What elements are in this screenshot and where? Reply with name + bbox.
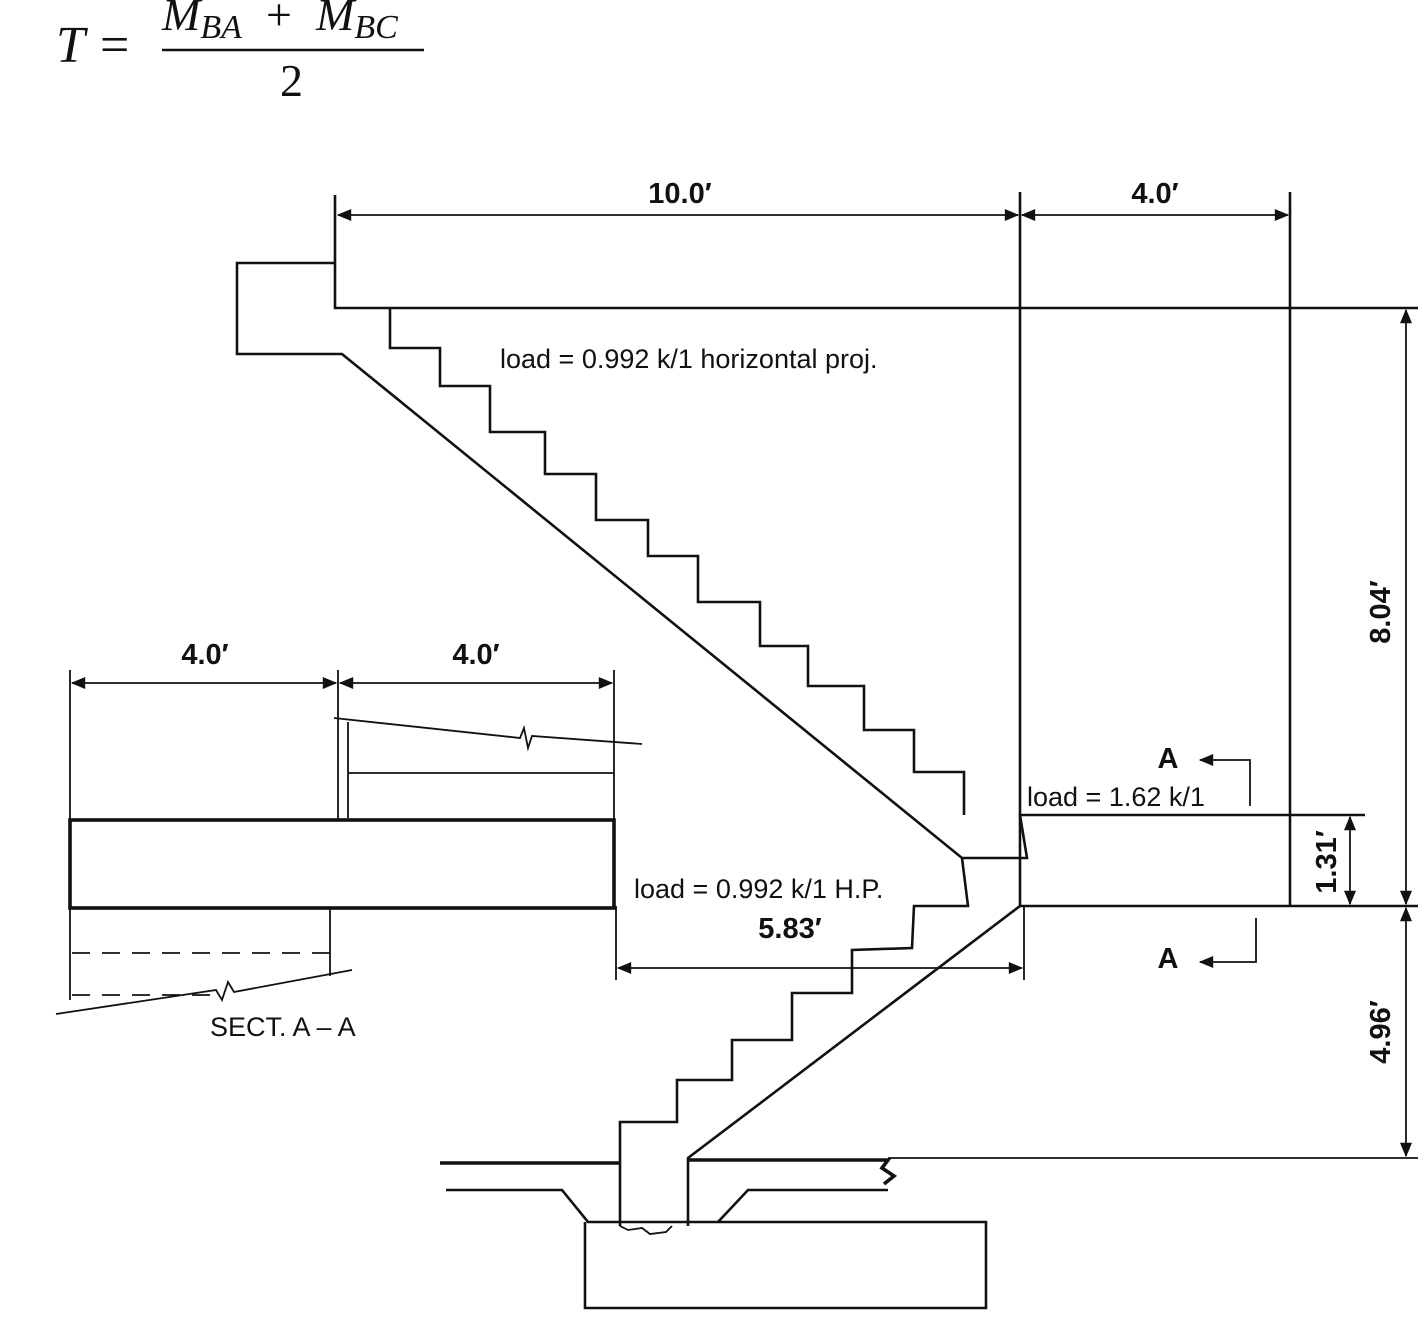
load-lower-flight: load = 0.992 k/1 H.P. (634, 874, 883, 904)
formula-equals: = (100, 17, 129, 74)
formula-plus: + (266, 0, 292, 40)
lower-flight-soffit (686, 904, 1021, 1226)
section-landing-slab (68, 818, 616, 910)
top-landing-edge (333, 195, 1418, 310)
load-landing: load = 1.62 k/1 (1027, 782, 1205, 812)
formula-m-ba: MBA (161, 0, 242, 46)
dim-section-right: 4.0′ (452, 639, 499, 671)
formula-m-bc: MBC (315, 0, 398, 46)
dimension-lines (70, 209, 1412, 1158)
footing-right-haunch (717, 1188, 888, 1223)
dim-lower-run: 5.83′ (758, 913, 821, 945)
section-title: SECT. A – A (210, 1012, 356, 1042)
section-marker-top: A (1158, 743, 1179, 775)
dim-top-landing: 4.0′ (1131, 178, 1178, 210)
dim-lower-rise: 4.96′ (1365, 1000, 1397, 1063)
footing (446, 1188, 988, 1310)
upper-flight (235, 195, 1418, 860)
torque-formula: T = MBA + MBC 2 (56, 0, 424, 106)
dim-landing-thickness: 1.31′ (1311, 830, 1343, 893)
cold-joint (619, 1225, 673, 1235)
lower-flight-steps (618, 857, 970, 1226)
section-upper-break (333, 717, 643, 752)
section-marker-bottom: A (1158, 943, 1179, 975)
section-arrow-top (1198, 754, 1251, 806)
lower-flight (440, 857, 1418, 1310)
section-a-a: SECT. A – A (55, 670, 643, 1042)
section-arrow-bottom (1198, 918, 1257, 968)
ground-slab-right (688, 1158, 898, 1186)
formula-denominator: 2 (280, 55, 303, 106)
section-lower-break (55, 969, 353, 1015)
section-cut-markers: A A (1158, 743, 1257, 975)
upper-flight-steps (388, 308, 966, 815)
dim-top-run: 10.0′ (648, 178, 711, 210)
dim-upper-rise: 8.04′ (1365, 580, 1397, 643)
formula-lhs: T (56, 17, 88, 74)
dim-section-left: 4.0′ (181, 639, 228, 671)
reference-lines (615, 192, 1292, 980)
load-upper-flight: load = 0.992 k/1 horizontal proj. (500, 344, 878, 374)
